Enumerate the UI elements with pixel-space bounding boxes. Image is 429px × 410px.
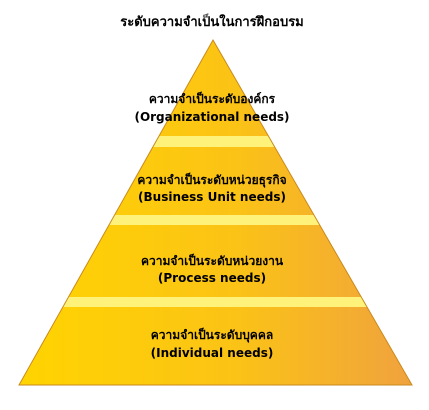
level-thai-label: ความจำเป็นระดับหน่วยธุรกิจ xyxy=(137,172,286,188)
pyramid-level-process: ความจำเป็นระดับหน่วยงาน (Process needs) xyxy=(141,253,284,285)
level-thai-label: ความจำเป็นระดับหน่วยงาน xyxy=(141,253,284,268)
level-separator-band xyxy=(19,297,412,307)
level-thai-label: ความจำเป็นระดับองค์กร xyxy=(149,91,276,106)
level-english-label: (Organizational needs) xyxy=(134,110,289,124)
level-separator-band xyxy=(19,215,412,225)
level-english-label: (Process needs) xyxy=(158,271,266,285)
level-english-label: (Individual needs) xyxy=(151,346,274,360)
pyramid-level-organizational: ความจำเป็นระดับองค์กร (Organizational ne… xyxy=(134,91,289,124)
pyramid-level-individual: ความจำเป็นระดับบุคคล (Individual needs) xyxy=(151,327,274,360)
diagram-title: ระดับความจำเป็นในการฝึกอบรม xyxy=(120,12,304,30)
level-separator-band xyxy=(19,136,412,147)
level-english-label: (Business Unit needs) xyxy=(138,190,286,204)
pyramid-outline xyxy=(18,38,413,386)
pyramid-level-business-unit: ความจำเป็นระดับหน่วยธุรกิจ (Business Uni… xyxy=(137,172,286,204)
level-thai-label: ความจำเป็นระดับบุคคล xyxy=(151,327,273,343)
